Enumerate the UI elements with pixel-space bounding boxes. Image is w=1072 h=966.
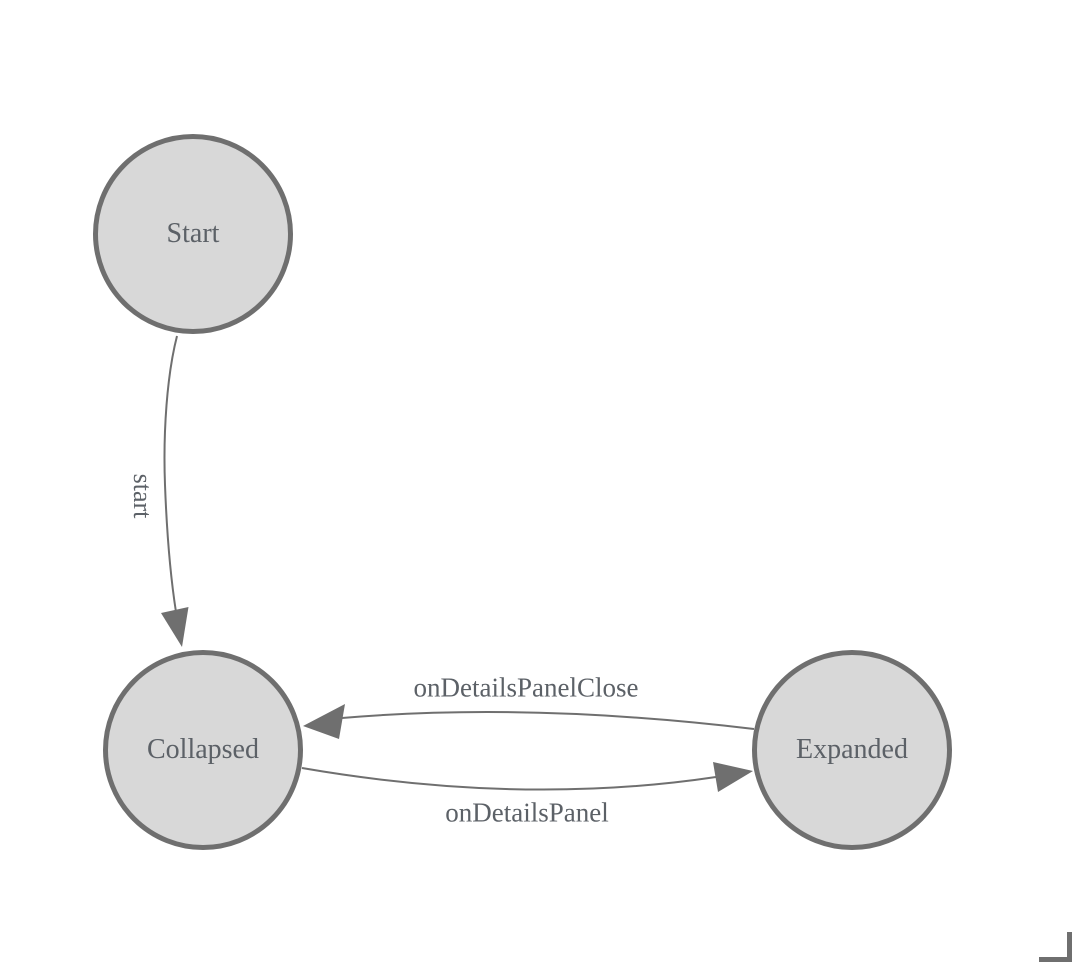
state-node-start-label: Start [166,218,220,249]
edge-expanded-to-collapsed [341,711,755,730]
resize-corner-icon[interactable] [1039,932,1072,962]
state-node-collapsed[interactable]: Collapsed [103,650,303,850]
arrowhead-start-to-collapsed [161,607,189,647]
edge-label-ondetailspanelclose: onDetailsPanelClose [413,672,639,703]
edge-collapsed-to-expanded [301,767,717,791]
edge-label-ondetailspanel: onDetailsPanel [445,797,609,828]
state-node-collapsed-label: Collapsed [147,734,259,765]
state-node-expanded-label: Expanded [796,734,908,765]
edge-label-start: start [128,473,157,519]
state-node-expanded[interactable]: Expanded [752,650,952,850]
arrowhead-expanded-to-collapsed [303,704,345,739]
arrowhead-collapsed-to-expanded [713,762,753,792]
state-node-start[interactable]: Start [93,134,293,334]
edge-start-to-collapsed [163,335,178,613]
